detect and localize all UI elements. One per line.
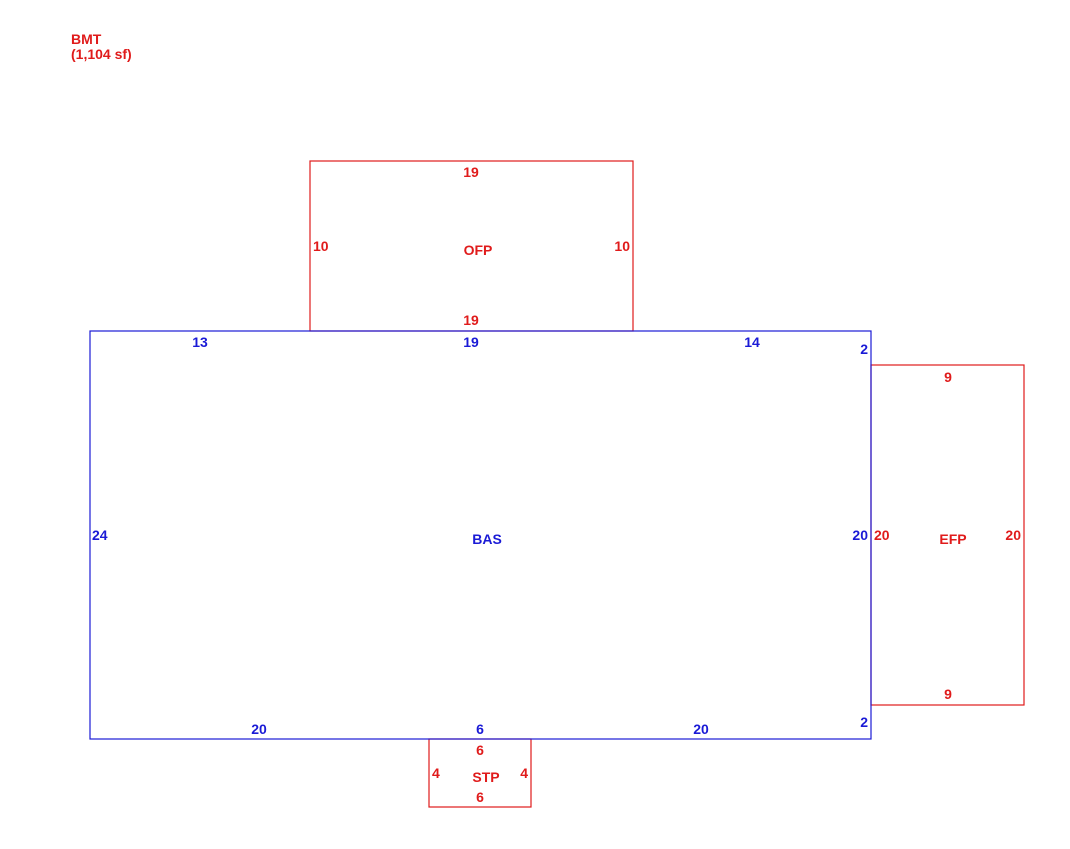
bas-top-mid-dimension: 19 [463, 334, 479, 350]
bas-right-dimension: 20 [852, 527, 868, 543]
bas-bottom-left-dimension: 20 [251, 721, 267, 737]
area-note: BMT (1,104 sf) [71, 32, 132, 62]
ofp-left-dimension: 10 [313, 238, 329, 254]
stp-bottom-dimension: 6 [476, 789, 484, 805]
ofp-name: OFP [464, 242, 493, 258]
bas-top-right-dimension: 14 [744, 334, 760, 350]
bas-outline [89, 330, 872, 740]
efp-bottom-dimension: 9 [944, 686, 952, 702]
efp-right-dimension: 20 [1005, 527, 1021, 543]
stp-name: STP [472, 769, 499, 785]
stp-left-dimension: 4 [432, 765, 440, 781]
stp-top-dimension: 6 [476, 742, 484, 758]
bas-top-left-dimension: 13 [192, 334, 208, 350]
ofp-top-dimension: 19 [463, 164, 479, 180]
efp-left-dimension: 20 [874, 527, 890, 543]
bas-right-top-step-dimension: 2 [860, 341, 868, 357]
area-note-code: BMT [71, 31, 102, 47]
ofp-bottom-dimension: 19 [463, 312, 479, 328]
ofp-right-dimension: 10 [614, 238, 630, 254]
bas-left-dimension: 24 [92, 527, 108, 543]
bas-bottom-right-dimension: 20 [693, 721, 709, 737]
bas-right-bottom-step-dimension: 2 [860, 714, 868, 730]
efp-name: EFP [939, 531, 966, 547]
area-note-total: (1,104 sf) [71, 46, 132, 62]
bas-bottom-mid-dimension: 6 [476, 721, 484, 737]
stp-right-dimension: 4 [520, 765, 528, 781]
efp-top-dimension: 9 [944, 369, 952, 385]
bas-name: BAS [472, 531, 502, 547]
